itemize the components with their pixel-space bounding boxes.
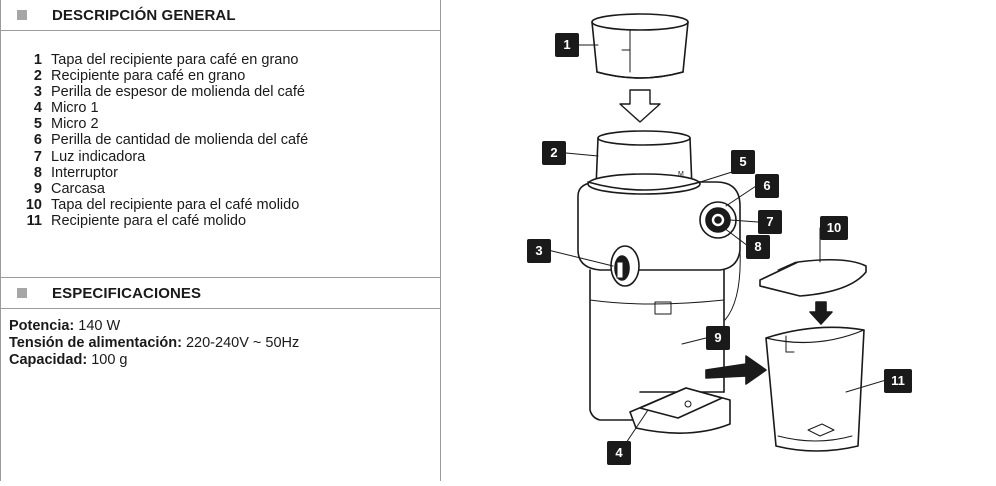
spec-capacity: Capacidad: 100 g bbox=[9, 352, 128, 368]
spec-power: Potencia: 140 W bbox=[9, 318, 121, 334]
grinder-illustration: M bbox=[547, 13, 887, 453]
hopper-mark: M bbox=[678, 171, 684, 178]
left-border bbox=[0, 0, 1, 481]
spec-voltage: Tensión de alimentación: 220-240V ~ 50Hz bbox=[9, 335, 300, 351]
callout-6: 6 bbox=[755, 174, 779, 198]
base-tray bbox=[629, 387, 731, 434]
overview-header: DESCRIPCIÓN GENERAL bbox=[0, 0, 440, 31]
column-divider bbox=[440, 0, 441, 481]
callout-5: 5 bbox=[731, 150, 755, 174]
callout-8: 8 bbox=[746, 235, 770, 259]
grinder-diagram: M 1 2 3 4 5 6 7 8 9 10 11 bbox=[441, 0, 996, 481]
divider bbox=[0, 277, 440, 278]
ground-container bbox=[765, 326, 865, 452]
small-down-arrow-icon bbox=[809, 301, 833, 325]
section-square-icon bbox=[17, 288, 27, 298]
right-arrow-icon bbox=[705, 355, 767, 385]
section-square-icon bbox=[17, 10, 27, 20]
specs-title: ESPECIFICACIONES bbox=[52, 285, 202, 302]
callout-1: 1 bbox=[555, 33, 579, 57]
callout-3: 3 bbox=[527, 239, 551, 263]
down-arrow-icon bbox=[619, 89, 661, 123]
grind-thickness-knob bbox=[610, 245, 640, 287]
callout-9: 9 bbox=[706, 326, 730, 350]
specs-block: Potencia: 140 W Tensión de alimentación:… bbox=[9, 318, 299, 369]
callout-7: 7 bbox=[758, 210, 782, 234]
callout-2: 2 bbox=[542, 141, 566, 165]
callout-4: 4 bbox=[607, 441, 631, 465]
ground-lid bbox=[759, 258, 867, 297]
callout-11: 11 bbox=[884, 369, 912, 393]
bean-lid bbox=[591, 13, 689, 79]
overview-title: DESCRIPCIÓN GENERAL bbox=[52, 7, 236, 24]
specs-header: ESPECIFICACIONES bbox=[0, 278, 440, 309]
quantity-knob bbox=[699, 201, 737, 239]
callout-10: 10 bbox=[820, 216, 848, 240]
